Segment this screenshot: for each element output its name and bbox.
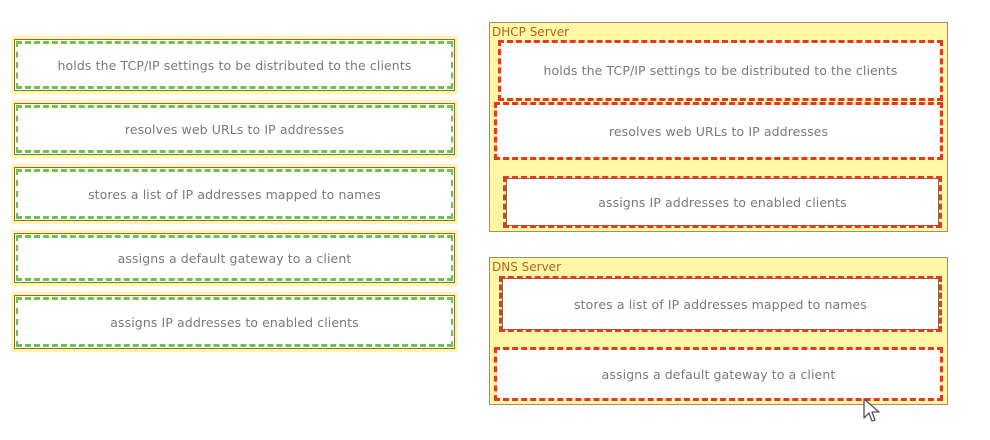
source-item-box: assigns IP addresses to enabled clients bbox=[14, 295, 455, 349]
source-item-box: resolves web URLs to IP addresses bbox=[14, 103, 455, 155]
source-item-label: assigns a default gateway to a client bbox=[117, 250, 352, 266]
source-item-ip-name-list[interactable]: stores a list of IP addresses mapped to … bbox=[11, 164, 458, 224]
slot-label: assigns a default gateway to a client bbox=[601, 366, 836, 382]
source-item-label: resolves web URLs to IP addresses bbox=[124, 121, 345, 137]
mouse-cursor-icon bbox=[863, 398, 880, 422]
dns-slot-2[interactable]: assigns a default gateway to a client bbox=[494, 347, 943, 401]
dhcp-slot-1[interactable]: holds the TCP/IP settings to be distribu… bbox=[498, 40, 943, 101]
dhcp-slot-3[interactable]: assigns IP addresses to enabled clients bbox=[503, 176, 942, 228]
source-item-tcpip-settings[interactable]: holds the TCP/IP settings to be distribu… bbox=[11, 36, 458, 94]
dhcp-server-target[interactable]: DHCP Server holds the TCP/IP settings to… bbox=[489, 22, 948, 232]
target-title: DHCP Server bbox=[492, 25, 570, 39]
source-item-label: stores a list of IP addresses mapped to … bbox=[88, 186, 381, 202]
source-item-resolve-urls[interactable]: resolves web URLs to IP addresses bbox=[11, 100, 458, 158]
dns-slot-1[interactable]: stores a list of IP addresses mapped to … bbox=[499, 276, 942, 332]
source-item-box: assigns a default gateway to a client bbox=[14, 233, 455, 283]
source-item-box: holds the TCP/IP settings to be distribu… bbox=[14, 39, 455, 91]
target-title: DNS Server bbox=[492, 260, 561, 274]
source-item-label: holds the TCP/IP settings to be distribu… bbox=[57, 57, 412, 73]
source-item-box: stores a list of IP addresses mapped to … bbox=[14, 167, 455, 221]
source-item-label: assigns IP addresses to enabled clients bbox=[110, 314, 359, 330]
slot-label: assigns IP addresses to enabled clients bbox=[598, 194, 847, 210]
slot-label: holds the TCP/IP settings to be distribu… bbox=[543, 63, 898, 78]
slot-label: stores a list of IP addresses mapped to … bbox=[574, 296, 867, 312]
dns-server-target[interactable]: DNS Server stores a list of IP addresses… bbox=[489, 257, 948, 405]
source-item-default-gateway[interactable]: assigns a default gateway to a client bbox=[11, 230, 458, 286]
dhcp-slot-2[interactable]: resolves web URLs to IP addresses bbox=[494, 102, 943, 160]
source-item-assign-ip[interactable]: assigns IP addresses to enabled clients bbox=[11, 292, 458, 352]
slot-label: resolves web URLs to IP addresses bbox=[608, 123, 829, 139]
